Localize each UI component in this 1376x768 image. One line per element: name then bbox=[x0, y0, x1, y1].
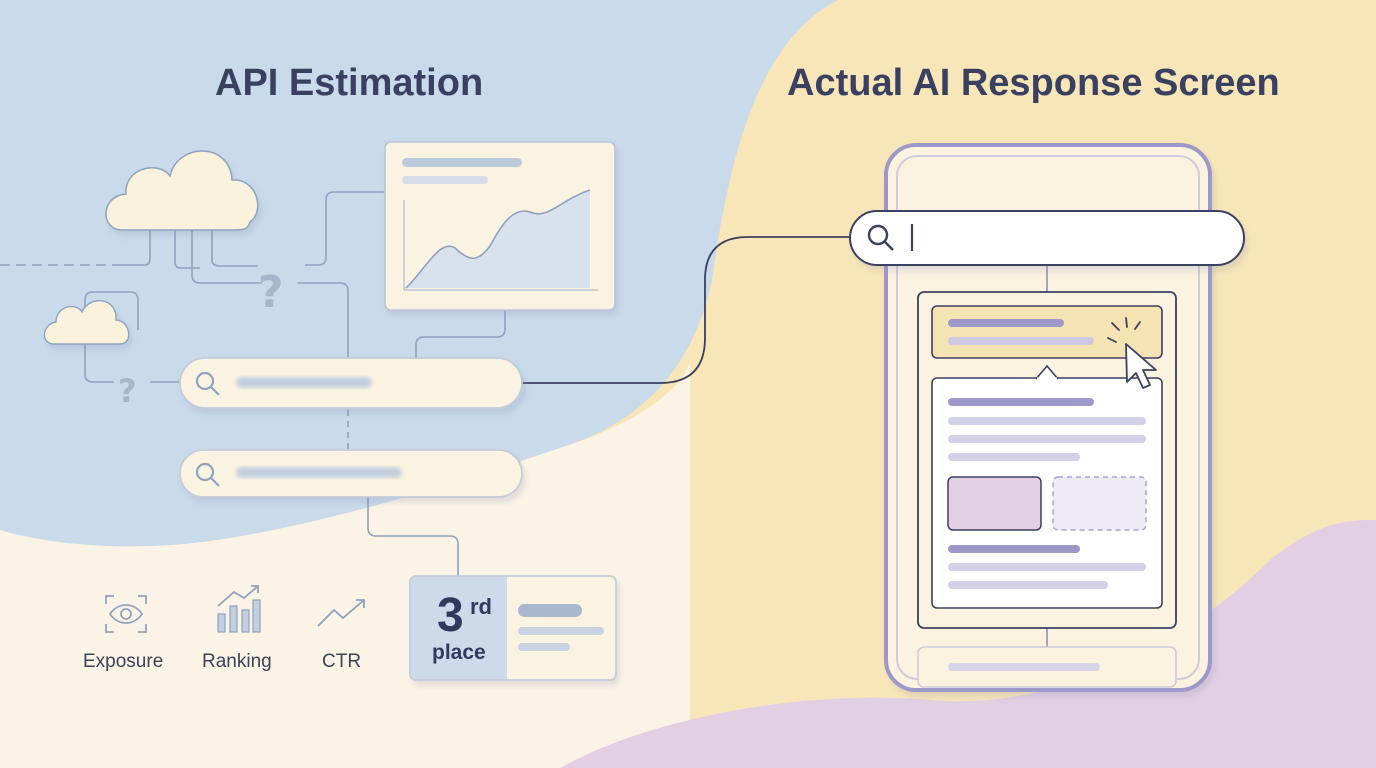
cloud-icon bbox=[43, 299, 130, 345]
cursor-icon bbox=[1125, 343, 1157, 389]
metric-label-ranking: Ranking bbox=[202, 651, 272, 672]
question-mark-icon: ? bbox=[118, 372, 137, 410]
media-placeholder bbox=[1052, 476, 1147, 531]
cloud-icon bbox=[105, 150, 259, 231]
metric-label-ctr: CTR bbox=[322, 651, 362, 672]
right-title: Actual AI Response Screen bbox=[787, 62, 1280, 104]
chart-area bbox=[406, 190, 590, 288]
rank-suffix: rd bbox=[470, 594, 492, 619]
question-mark-icon: ? bbox=[258, 267, 284, 318]
estimated-search-bar bbox=[179, 357, 523, 409]
search-icon bbox=[195, 371, 220, 396]
ai-search-bar bbox=[849, 210, 1245, 266]
eye-icon bbox=[105, 595, 147, 633]
metric-label-exposure: Exposure bbox=[83, 651, 164, 672]
search-icon bbox=[195, 462, 220, 487]
connector-lines bbox=[0, 191, 506, 576]
media-thumbnail bbox=[947, 476, 1042, 531]
next-result-preview bbox=[917, 646, 1177, 688]
ai-response-panel bbox=[917, 291, 1177, 629]
bar-chart-icon bbox=[217, 585, 261, 633]
rank-card bbox=[409, 575, 617, 681]
rank-word: place bbox=[432, 641, 486, 664]
estimated-search-bar bbox=[179, 449, 523, 498]
trend-line-icon bbox=[317, 599, 365, 627]
estimated-chart-card bbox=[384, 141, 616, 311]
left-title: API Estimation bbox=[215, 62, 484, 104]
search-icon bbox=[867, 224, 894, 251]
search-to-screen-connector bbox=[522, 236, 852, 384]
rank-number: 3 bbox=[437, 589, 464, 642]
bottom-right-lavender-region bbox=[560, 520, 1376, 768]
chart-line bbox=[405, 189, 591, 289]
click-burst-icon bbox=[1107, 317, 1141, 343]
